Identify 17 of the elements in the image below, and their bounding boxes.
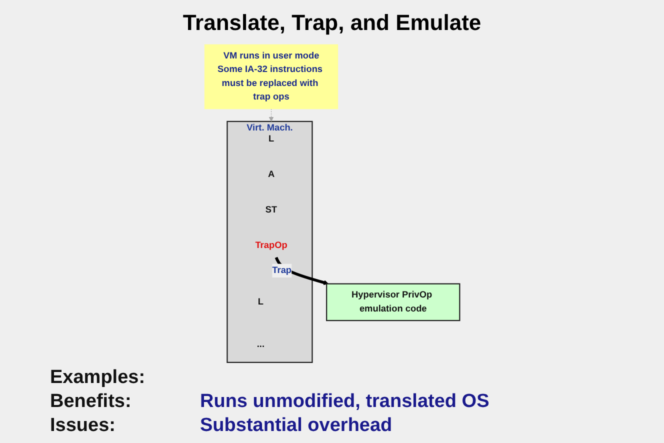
arrow xyxy=(274,256,328,285)
node-box: Hypervisor PrivOp emulation code xyxy=(326,283,460,322)
title: Translate, Trap, and Emulate xyxy=(182,10,482,36)
node-text: ST xyxy=(265,205,277,215)
node-text: ... xyxy=(256,339,264,350)
row-heading: Examples: xyxy=(50,367,146,389)
row-heading: Benefits: xyxy=(50,391,132,413)
arrow xyxy=(268,108,274,122)
node-text: TrapOp xyxy=(255,240,288,251)
row-value: Substantial overhead xyxy=(200,415,394,437)
node-text: L xyxy=(268,134,274,144)
node-text: A xyxy=(268,170,274,180)
row-value: Runs unmodified, translated OS xyxy=(200,391,490,413)
edge-label: Trap xyxy=(272,265,292,276)
node-text: L xyxy=(258,297,264,307)
node-box: VM runs in user mode Some IA-32 instructions must be replaced with trap ops xyxy=(204,44,338,110)
row-heading: Issues: xyxy=(50,415,116,437)
